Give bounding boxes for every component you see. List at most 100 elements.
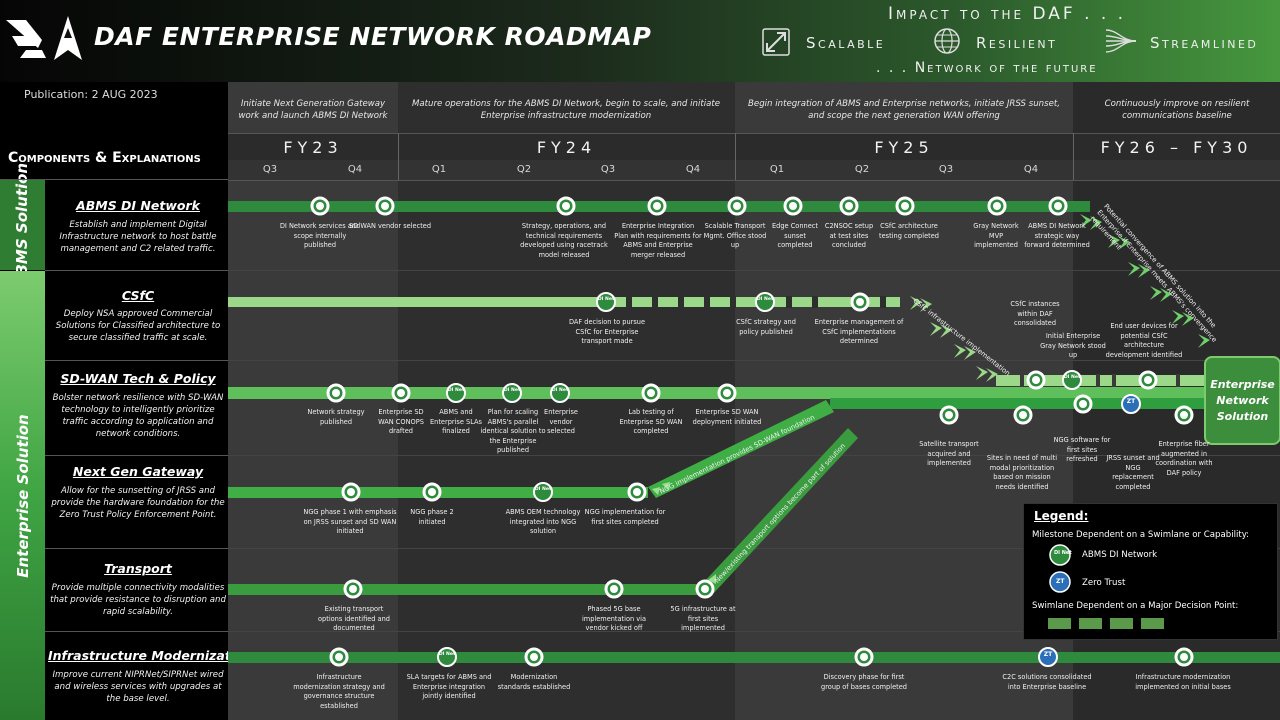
legend-dashed-swimlane <box>1048 618 1164 629</box>
milestone-label: DAF decision to pursue CSfC for Enterpri… <box>568 318 646 345</box>
milestone-label: JRSS sunset and NGG replacement complete… <box>1106 454 1160 491</box>
milestone-label: ABMS and Enterprise SLAs finalized <box>430 408 482 435</box>
milestone-label: Phased 5G base implementation via vendor… <box>581 605 647 632</box>
milestone-label: Gray Network MVP implemented <box>973 222 1019 249</box>
milestone-label: Satellite transport acquired and impleme… <box>919 440 979 467</box>
milestone-label: End user devices for potential CSfC arch… <box>1105 322 1183 359</box>
milestone-label: C2NSOC setup at test sites concluded <box>824 222 874 249</box>
header-banner <box>0 0 1280 82</box>
milestone-label: Modernization standards established <box>497 673 571 691</box>
globe-icon <box>934 28 960 54</box>
phase-3-text: Begin integration of ABMS and Enterprise… <box>748 99 1060 121</box>
milestone-node-center <box>332 389 340 397</box>
publication-date: Publication: 2 AUG 2023 <box>24 88 158 101</box>
milestone-label: Edge Connect sunset completed <box>772 222 818 249</box>
milestone-node-center <box>1032 376 1040 384</box>
milestone-label: NGG phase 1 with emphasis on JRSS sunset… <box>303 508 397 535</box>
milestone-label: SLA targets for ABMS and Enterprise inte… <box>406 673 492 700</box>
milestone-node-center <box>316 202 324 210</box>
lane-sdwan-title: SD-WAN Tech & Policy <box>60 371 216 386</box>
milestone-label: C2C solutions consolidated into Enterpri… <box>1002 673 1092 691</box>
milestone-node-center <box>335 653 343 661</box>
di-net-milestone-badge <box>502 383 522 403</box>
di-net-milestone-badge <box>596 292 616 312</box>
di-badge-text: DI Net <box>503 388 521 393</box>
sdwan-swimlane <box>228 387 1204 399</box>
quarter-label: Q3 <box>938 164 954 175</box>
milestone-node-center <box>428 488 436 496</box>
di-badge-text: DI Net <box>597 297 615 302</box>
milestone-label: CSfC architecture testing completed <box>879 222 939 240</box>
di-badge-text: DI Net <box>756 297 774 302</box>
milestone-label: Scalable Transport Mgmt. Office stood up <box>703 222 767 249</box>
ngg-connector-chevrons <box>652 482 670 495</box>
milestone-node-center <box>562 202 570 210</box>
zt-badge-text: ZT <box>1043 651 1053 658</box>
csfc-chevrons <box>910 296 998 382</box>
group-abms-band: ABMS Solution <box>0 163 45 287</box>
milestone-label: Strategy, operations, and technical requ… <box>520 222 608 259</box>
group-enterprise-band: Enterprise Solution <box>0 271 45 720</box>
milestone-node-center <box>1180 411 1188 419</box>
milestone-node-center <box>347 488 355 496</box>
legend-milestone-dependent: Milestone Dependent on a Swimlane or Cap… <box>1032 530 1250 540</box>
di-badge-text: DI Net <box>447 388 465 393</box>
legend-di-label: ABMS DI Network <box>1082 550 1158 560</box>
milestone-label: NGG implementation for first sites compl… <box>584 508 666 526</box>
quarter-label: Q4 <box>685 164 701 175</box>
impact-heading: Impact to the DAF . . . <box>888 4 1127 24</box>
di-net-milestone-badge <box>533 482 553 502</box>
lane-csfc-desc: Deploy NSA approved Commercial Solutions… <box>55 309 221 343</box>
fy26-30-label: FY26 – FY30 <box>1100 138 1253 157</box>
fy24-label: FY24 <box>536 138 597 157</box>
milestone-label: NGG software for first sites refreshed <box>1053 436 1111 463</box>
future-heading: . . . Network of the future <box>876 60 1098 76</box>
space-force-delta-logo-icon <box>54 16 82 60</box>
milestone-node-center <box>993 202 1001 210</box>
milestone-label: Enterprise management of CSfC implementa… <box>814 318 904 345</box>
milestone-node-center <box>530 653 538 661</box>
milestone-node-center <box>647 389 655 397</box>
streamline-icon <box>1105 29 1137 53</box>
quarter-label: Q4 <box>347 164 363 175</box>
milestone-node-center <box>733 202 741 210</box>
feature-scalable: Scalable <box>806 34 886 52</box>
lane-ngg-desc: Allow for the sunsetting of JRSS and pro… <box>51 486 225 520</box>
enterprise-network-solution-box: Enterprise Network Solution <box>1204 356 1280 445</box>
milestone-node-center <box>1144 376 1152 384</box>
di-badge-text: DI Net <box>551 388 569 393</box>
quarter-label: Q4 <box>1023 164 1039 175</box>
transport-connector-chevrons <box>708 574 716 584</box>
sdwan-lower-swimlane <box>830 398 1204 409</box>
legend-swimlane-dependent: Swimlane Dependent on a Major Decision P… <box>1032 601 1239 611</box>
milestone-node-center <box>381 202 389 210</box>
milestone-label: Enterprise fiber augmented in coordinati… <box>1155 440 1213 477</box>
milestone-label: Enterprise vendor selected <box>544 408 578 435</box>
milestone-label: Discovery phase for first group of bases… <box>821 673 907 691</box>
lane-ngg-title: Next Gen Gateway <box>72 464 204 479</box>
phase-2-text: Mature operations for the ABMS DI Networ… <box>411 99 721 121</box>
milestone-node-center <box>349 585 357 593</box>
quarter-label: Q3 <box>262 164 278 175</box>
phase-1-text: Initiate Next Generation Gateway work an… <box>238 99 388 121</box>
milestone-node-center <box>901 202 909 210</box>
milestone-node-center <box>856 298 864 306</box>
milestone-label: Network strategy published <box>307 408 365 426</box>
di-net-milestone-badge <box>755 292 775 312</box>
milestone-label: NGG phase 2 initiated <box>410 508 454 526</box>
milestone-node-center <box>1019 411 1027 419</box>
milestone-label: Initial Enterprise Gray Network stood up <box>1040 332 1106 359</box>
milestone-label: CSfC strategy and policy published <box>736 318 796 336</box>
milestone-node-center <box>845 202 853 210</box>
legend-zt-badge-text: ZT <box>1056 578 1065 585</box>
milestone-node-center <box>1180 653 1188 661</box>
page-title: DAF ENTERPRISE NETWORK ROADMAP <box>94 22 652 51</box>
milestone-label: Sites in need of multi modal prioritizat… <box>986 454 1058 491</box>
milestone-node-center <box>397 389 405 397</box>
lane-infra-desc: Improve current NIPRNet/SIPRNet wired an… <box>52 670 224 704</box>
milestone-node-center <box>633 488 641 496</box>
milestone-label: Infrastructure modernization implemented… <box>1135 673 1231 691</box>
milestone-label: DI Network services and scope internally… <box>279 222 361 249</box>
di-net-badge-icon <box>1049 544 1071 566</box>
